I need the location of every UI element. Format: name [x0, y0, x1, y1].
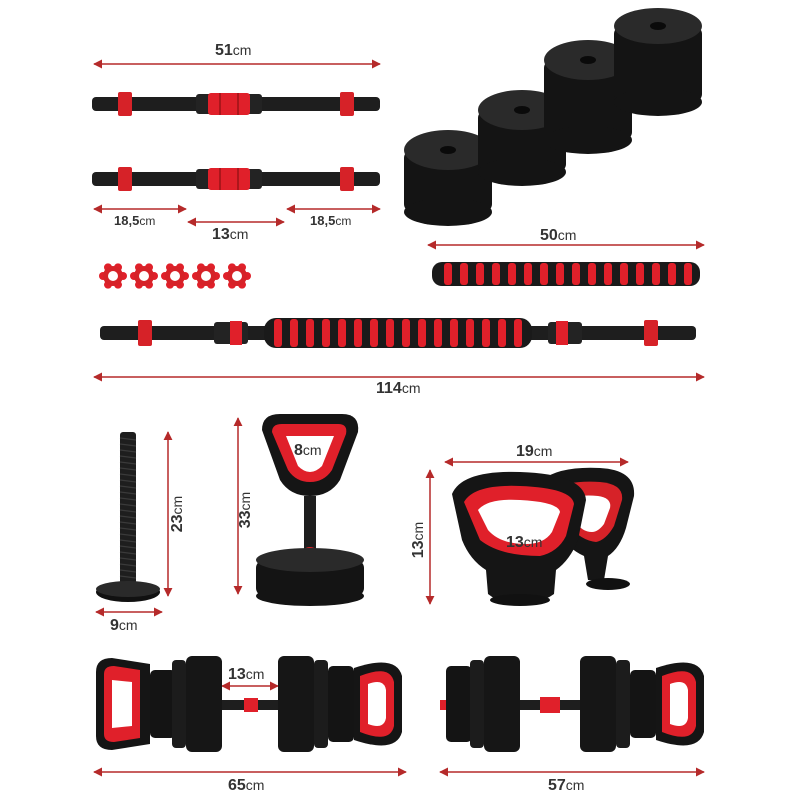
foam-grip-icon: [432, 262, 700, 286]
dim-label-end-left: 18,5cm: [114, 213, 156, 228]
spin-collars-icon: [99, 263, 251, 289]
dim-label-connector: 50cm: [540, 227, 577, 244]
spin-collar-icon: [223, 263, 251, 289]
dim-label-end-right: 18,5cm: [310, 213, 352, 228]
spin-collar-icon: [99, 263, 127, 289]
kettlebell-icon: [256, 414, 364, 606]
dumbbell-bar-icon: [92, 167, 380, 191]
plate-post-icon: [96, 432, 160, 602]
barbell-icon: [100, 318, 696, 348]
dim-label-handle-height: 13cm: [410, 521, 428, 559]
dim-label-dumbbell: 57cm: [548, 777, 585, 794]
weight-plate-icon: [544, 40, 632, 154]
spin-collar-icon: [161, 263, 189, 289]
kettle-handle-icon: [452, 471, 586, 606]
dim-label-post-base: 9cm: [110, 617, 138, 634]
dim-label-handle-width: 19cm: [516, 443, 553, 460]
spin-collar-icon: [130, 263, 158, 289]
weight-plate-stacks-icon: [404, 8, 702, 226]
dim-label-kettle-height: 33cm: [237, 491, 255, 529]
kettle-dumbbell-icon: [96, 656, 402, 752]
dim-label-handle-inner: 13cm: [506, 534, 543, 551]
weight-plate-icon: [614, 8, 702, 116]
dim-label-kettle-inner: 8cm: [294, 442, 322, 459]
dim-label-bar-51: 51cm: [215, 42, 252, 59]
spin-collar-icon: [192, 263, 220, 289]
dim-label-grip: 13cm: [228, 666, 265, 683]
dim-label-post-height: 23cm: [169, 495, 187, 533]
dumbbell-icon: [440, 656, 704, 752]
weight-plate-icon: [404, 130, 492, 226]
dumbbell-bar-icon: [92, 92, 380, 116]
dim-label-barbell: 114cm: [376, 380, 421, 397]
dim-label-middle: 13cm: [212, 226, 249, 243]
dim-label-kettle-dumbbell: 65cm: [228, 777, 265, 794]
